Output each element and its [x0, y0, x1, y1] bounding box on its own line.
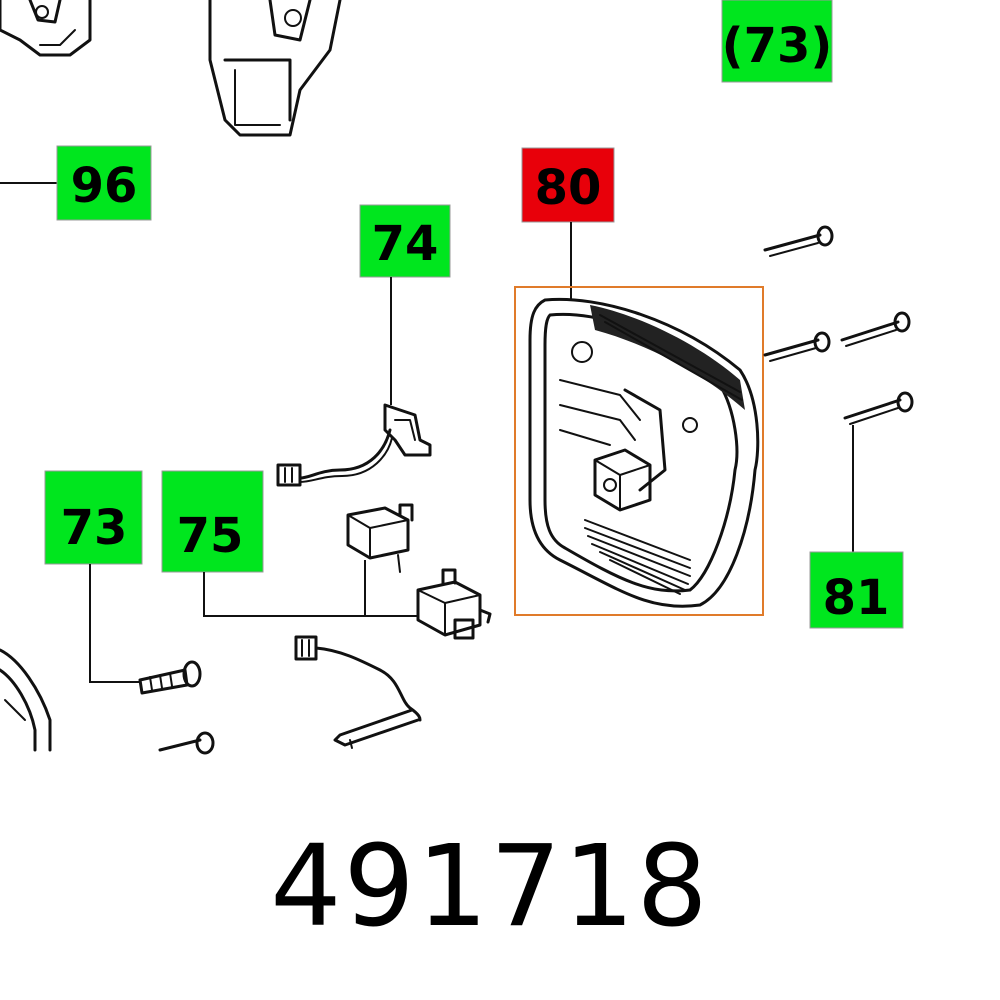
screw-4 — [843, 391, 914, 425]
callout-96-box — [56, 145, 152, 221]
screw-1 — [763, 225, 834, 257]
part-75-brush-holder-lower — [416, 568, 492, 640]
screws-81 — [763, 225, 914, 425]
callout-73-top-label: (73) — [722, 18, 833, 74]
part-73-screw — [138, 660, 202, 695]
part-80-housing-cover — [514, 286, 764, 616]
callout-80-box — [521, 147, 615, 223]
part-73-screw-lower — [158, 731, 215, 755]
callout-73: 73 — [44, 470, 143, 683]
part-number: 491718 — [270, 822, 710, 952]
callout-74-box — [359, 204, 451, 278]
callout-75-box — [161, 470, 264, 573]
callout-73-top: (73) — [721, 0, 833, 83]
callout-74-label: 74 — [372, 216, 439, 272]
callout-74: 74 — [359, 204, 451, 405]
callout-75-label: 75 — [177, 508, 244, 564]
part-75-cable — [294, 635, 422, 749]
callout-96-label: 96 — [71, 158, 138, 214]
housing-fragment-top-left — [0, 0, 92, 57]
callout-73-top-box — [721, 0, 833, 83]
handle-piece-top — [208, 0, 342, 137]
part-80-vent-grille — [584, 519, 691, 595]
callout-73-box — [44, 470, 143, 565]
callout-81-box — [809, 551, 904, 629]
callout-80: 80 — [521, 147, 615, 300]
housing-fragment-bottom-left — [0, 648, 52, 752]
callout-96: 96 — [0, 145, 152, 221]
callout-81-label: 81 — [823, 570, 890, 626]
callout-81: 81 — [809, 425, 904, 629]
screw-3 — [840, 311, 911, 347]
part-80-highlight-box — [514, 286, 764, 616]
part-75-brush-holder-upper — [346, 503, 414, 573]
callout-75: 75 — [161, 470, 418, 617]
screw-2 — [763, 331, 831, 362]
callout-80-label: 80 — [535, 160, 602, 216]
part-74-switch-cable — [276, 403, 432, 487]
callout-73-label: 73 — [61, 500, 128, 556]
